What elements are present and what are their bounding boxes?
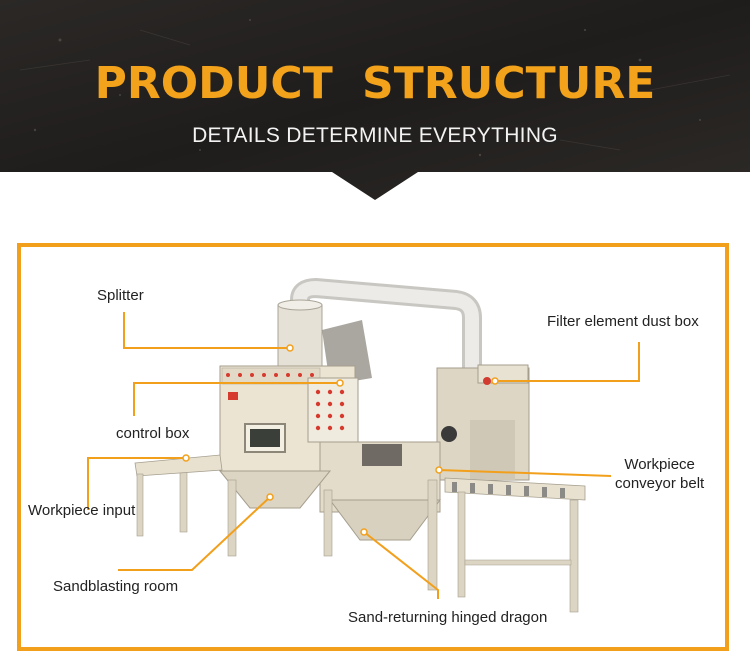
header-banner: PRODUCT STRUCTURE DETAILS DETERMINE EVER… — [0, 0, 750, 200]
callout-dots — [182, 344, 499, 536]
label-conveyor-belt: Workpiece conveyor belt — [615, 455, 704, 493]
banner-background — [0, 0, 750, 200]
splitter-leader — [123, 312, 290, 349]
label-conveyor-line2: conveyor belt — [615, 475, 705, 492]
label-splitter: Splitter — [97, 287, 144, 304]
conveyor-leader — [438, 469, 612, 477]
sandblasting-room-leader — [118, 496, 271, 571]
page-title: PRODUCT STRUCTURE — [94, 58, 656, 109]
page-subtitle: DETAILS DETERMINE EVERYTHING — [192, 124, 558, 147]
label-workpiece-input: Workpiece input — [28, 502, 136, 519]
control-box-leader — [133, 382, 340, 416]
lower-frame — [134, 441, 586, 613]
callout-lines — [87, 312, 640, 599]
label-sand-returning: Sand-returning hinged dragon — [348, 609, 548, 626]
sand-returning-leader — [363, 531, 439, 599]
label-sandblasting-room: Sandblasting room — [53, 578, 179, 595]
filter-dust-box-unit — [436, 364, 530, 481]
filter-leader — [495, 342, 640, 382]
control-box-unit — [307, 377, 359, 443]
workpiece-input-leader — [87, 457, 186, 510]
duct-pipe — [290, 277, 482, 430]
label-filter-dust-box: Filter element dust box — [547, 313, 699, 330]
diagram-frame — [17, 243, 729, 651]
label-conveyor-line1: Workpiece — [624, 456, 695, 473]
label-control-box: control box — [116, 425, 190, 442]
